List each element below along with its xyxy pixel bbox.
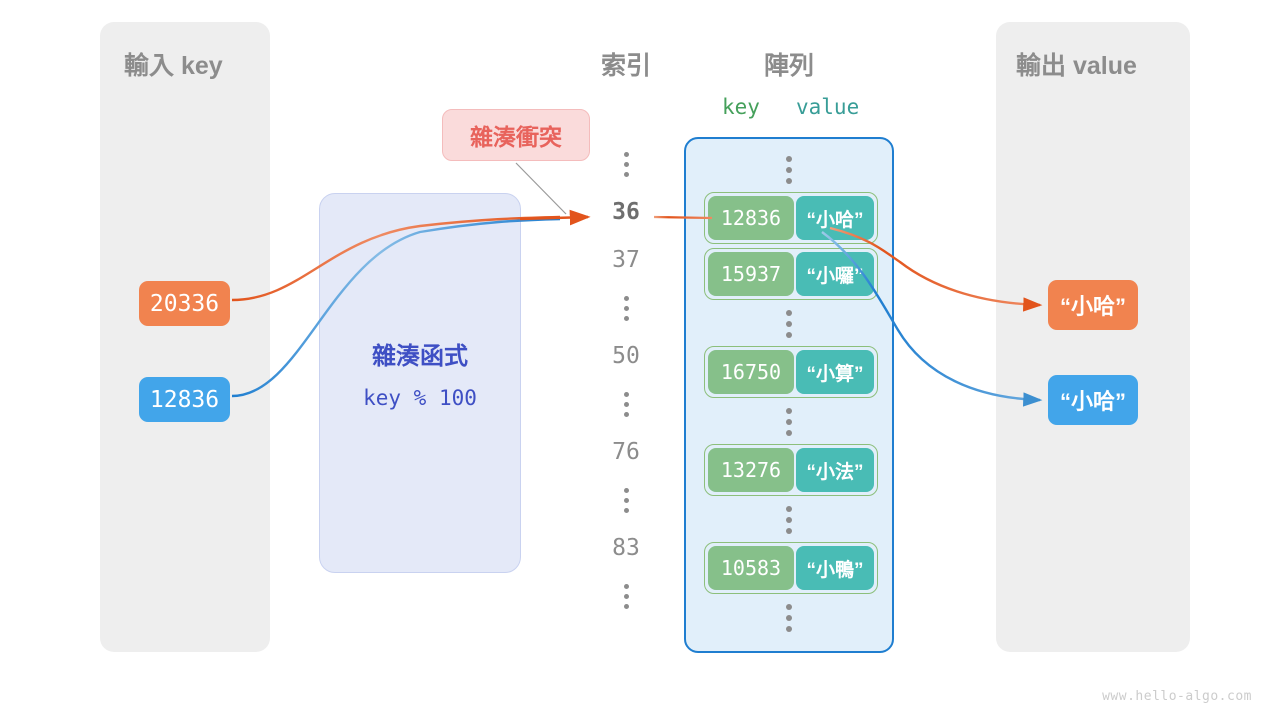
array-container: 12836“小哈”15937“小囉”16750“小算”13276“小法”1058… xyxy=(684,137,894,653)
index-ellipsis xyxy=(586,140,666,188)
index-value: 37 xyxy=(612,247,640,273)
hash-function-expression: key % 100 xyxy=(363,386,477,410)
index-value: 83 xyxy=(612,535,640,561)
entry-value-cell: “小法” xyxy=(796,448,874,492)
output-value-1: “小哈” xyxy=(1048,375,1138,425)
index-ellipsis xyxy=(586,380,666,428)
watermark: www.hello-algo.com xyxy=(1102,689,1252,704)
input-panel xyxy=(100,22,270,652)
wire-to-index-36 xyxy=(519,209,591,226)
array-entry: 10583“小鴨” xyxy=(704,542,878,594)
array-entry: 12836“小哈” xyxy=(704,192,878,244)
entry-key-cell: 10583 xyxy=(708,546,794,590)
index-ellipsis xyxy=(586,476,666,524)
output-panel-title: 輸出 value xyxy=(1016,52,1137,80)
array-entry: 13276“小法” xyxy=(704,444,878,496)
entry-value-cell: “小哈” xyxy=(796,196,874,240)
index-value: 50 xyxy=(612,343,640,369)
array-ellipsis xyxy=(686,402,892,442)
array-heading: 陣列 xyxy=(763,52,814,80)
index-column-heading: 索引 xyxy=(600,52,651,80)
hash-function-title: 雜湊函式 xyxy=(372,343,468,370)
entry-key-cell: 13276 xyxy=(708,448,794,492)
index-column: 36 37 50 76 83 xyxy=(586,140,666,620)
index-value: 76 xyxy=(612,439,640,465)
output-value-0: “小哈” xyxy=(1048,280,1138,330)
array-ellipsis xyxy=(686,598,892,638)
collision-leader-line xyxy=(515,162,567,215)
array-ellipsis xyxy=(686,150,892,190)
array-entry: 15937“小囉” xyxy=(704,248,878,300)
entry-value-cell: “小鴨” xyxy=(796,546,874,590)
index-ellipsis xyxy=(586,572,666,620)
input-key-0: 20336 xyxy=(139,281,230,326)
array-ellipsis xyxy=(686,500,892,540)
input-panel-title: 輸入 key xyxy=(124,52,223,80)
entry-key-cell: 15937 xyxy=(708,252,794,296)
array-key-label: key xyxy=(722,95,760,119)
array-entry: 16750“小算” xyxy=(704,346,878,398)
entry-value-cell: “小囉” xyxy=(796,252,874,296)
entry-value-cell: “小算” xyxy=(796,350,874,394)
output-panel xyxy=(996,22,1190,652)
index-ellipsis xyxy=(586,284,666,332)
input-key-1: 12836 xyxy=(139,377,230,422)
array-ellipsis xyxy=(686,304,892,344)
index-value: 36 xyxy=(612,199,640,225)
entry-key-cell: 12836 xyxy=(708,196,794,240)
collision-badge: 雜湊衝突 xyxy=(442,109,590,161)
array-value-label: value xyxy=(796,95,860,119)
entry-key-cell: 16750 xyxy=(708,350,794,394)
hash-function-box: 雜湊函式 key % 100 xyxy=(319,193,521,573)
